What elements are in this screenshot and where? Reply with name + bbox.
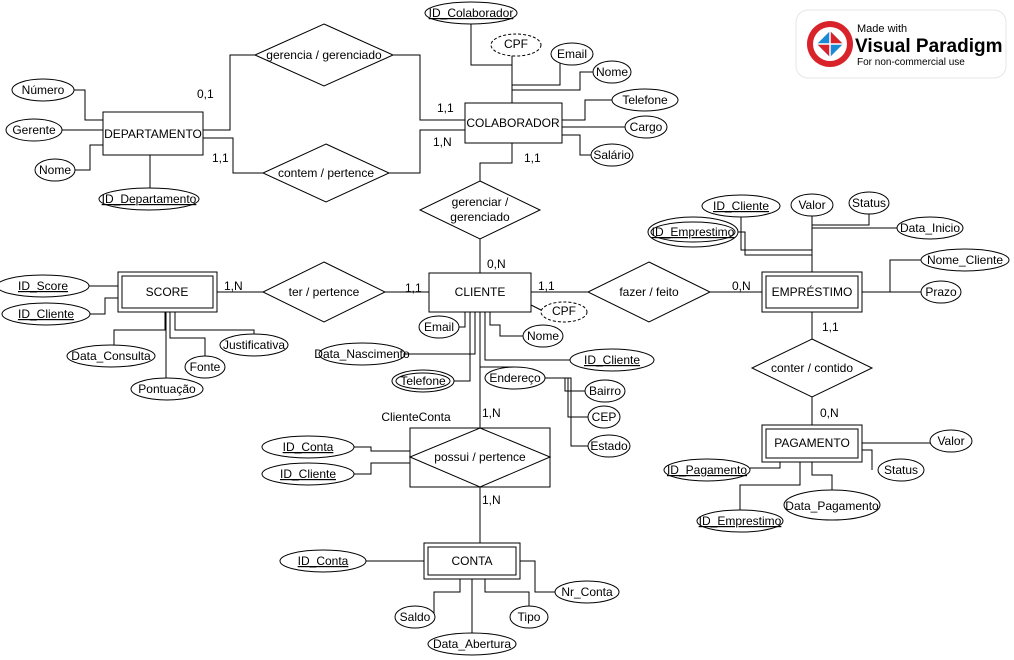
entity-score: SCORE — [117, 271, 218, 313]
entity-departamento-label: DEPARTAMENTO — [104, 127, 202, 141]
relationship-contem: contem / pertence — [261, 143, 391, 203]
attr-bairro: Bairro — [589, 384, 621, 398]
entity-colaborador-label: COLABORADOR — [466, 116, 560, 130]
associative-entity-cliente-conta: possui / pertence ClienteConta — [381, 410, 552, 488]
attr-nome-cli: Nome — [527, 329, 559, 343]
card-emp-conter: 1,1 — [822, 320, 839, 334]
watermark-note: For non-commercial use — [857, 57, 965, 68]
cliente-conta-label: ClienteConta — [381, 410, 451, 424]
attr-cpf-cli: CPF — [552, 304, 576, 318]
entity-cliente-label: CLIENTE — [455, 285, 506, 299]
attr-data-consulta: Data_Consulta — [71, 349, 151, 363]
attr-data-pagamento: Data_Pagamento — [785, 499, 879, 513]
attr-id-cliente-score: ID_Cliente — [18, 307, 74, 321]
attr-gerente: Gerente — [12, 123, 56, 137]
attr-data-nascimento: Data_Nascimento — [314, 347, 410, 361]
card-cli-gerenciar: 0,N — [487, 257, 506, 271]
entity-conta: CONTA — [423, 542, 521, 580]
attr-status-emp: Status — [852, 196, 886, 210]
entity-pagamento-label: PAGAMENTO — [774, 436, 850, 450]
attr-valor-emp: Valor — [798, 198, 825, 212]
card-col-gerenciar: 1,1 — [524, 151, 541, 165]
attr-nome-dep: Nome — [39, 163, 71, 177]
card-cli-ter: 1,1 — [405, 281, 422, 295]
attr-justificativa: Justificativa — [223, 338, 285, 352]
relationship-fazer: fazer / feito — [586, 261, 712, 323]
attr-id-conta: ID_Conta — [298, 554, 349, 568]
attr-endereco: Endereço — [489, 371, 541, 385]
attr-estado: Estado — [590, 439, 628, 453]
attr-valor-pag: Valor — [937, 434, 964, 448]
entity-cliente: CLIENTE — [428, 272, 532, 313]
attr-tipo: Tipo — [518, 610, 541, 624]
relationship-gerenciar: gerenciar / gerenciado — [418, 180, 542, 240]
attr-cpf-col: CPF — [504, 37, 528, 51]
relationship-possui-label: possui / pertence — [434, 450, 526, 464]
attr-nr-conta: Nr_Conta — [561, 585, 613, 599]
attr-cargo: Cargo — [630, 120, 663, 134]
attr-id-colaborador: ID_Colaborador — [429, 6, 514, 20]
attr-data-inicio: Data_Inicio — [900, 221, 960, 235]
entity-departamento: DEPARTAMENTO — [102, 111, 204, 156]
attr-id-conta-cc: ID_Conta — [283, 440, 334, 454]
relationship-ter-label: ter / pertence — [289, 285, 360, 299]
attr-fonte: Fonte — [190, 360, 221, 374]
attr-id-cliente-emp: ID_Cliente — [713, 199, 769, 213]
attr-salario: Salário — [593, 148, 631, 162]
attr-nome-col: Nome — [596, 65, 628, 79]
card-dep-gerencia: 0,1 — [197, 87, 214, 101]
attr-saldo: Saldo — [400, 610, 431, 624]
attr-email-col: Email — [557, 47, 587, 61]
entity-pagamento: PAGAMENTO — [761, 424, 863, 463]
attr-id-emprestimo-emp: ID_Emprestimo — [652, 225, 735, 239]
entity-conta-label: CONTA — [451, 554, 492, 568]
attr-id-departamento: ID_Departamento — [102, 192, 197, 206]
attr-email-cli: Email — [424, 320, 454, 334]
visual-paradigm-logo-icon — [807, 21, 853, 67]
attr-id-cliente-cc: ID_Cliente — [280, 467, 336, 481]
connectors — [62, 23, 930, 634]
cardinalities: 0,1 1,1 1,1 1,N 1,1 0,N 1,N 1,1 1,1 0,N … — [197, 87, 839, 507]
attr-status-pag: Status — [884, 463, 918, 477]
watermark-made-with: Made with — [857, 23, 907, 35]
card-cli-fazer: 1,1 — [538, 279, 555, 293]
entity-score-label: SCORE — [146, 285, 189, 299]
attr-id-pagamento: ID_Pagamento — [667, 463, 747, 477]
relationship-gerencia-label: gerencia / gerenciado — [266, 48, 382, 62]
relationship-gerenciar-label-1: gerenciar / — [452, 195, 509, 209]
relationship-conter: conter / contido — [750, 338, 874, 398]
card-col-gerencia: 1,1 — [437, 101, 454, 115]
card-conta-possui: 1,N — [482, 493, 501, 507]
relationship-gerenciar-label-2: gerenciado — [450, 210, 510, 224]
attr-cep: CEP — [592, 410, 617, 424]
attr-numero: Número — [22, 83, 65, 97]
card-emp-fazer: 0,N — [732, 279, 751, 293]
watermark-brand: Visual Paradigm — [855, 36, 1003, 57]
card-cli-possui: 1,N — [482, 406, 501, 420]
relationship-ter: ter / pertence — [261, 261, 387, 323]
card-dep-contem: 1,1 — [212, 151, 229, 165]
attr-nome-cliente: Nome_Cliente — [927, 253, 1003, 267]
attr-pontuacao: Pontuação — [138, 382, 196, 396]
entity-colaborador: COLABORADOR — [464, 102, 563, 144]
attr-id-emprestimo-pag: ID_Emprestimo — [699, 514, 782, 528]
attr-data-abertura: Data_Abertura — [433, 637, 511, 651]
card-col-contem: 1,N — [433, 135, 452, 149]
attr-telefone-col: Telefone — [622, 93, 668, 107]
attr-prazo: Prazo — [925, 285, 957, 299]
entity-emprestimo: EMPRÉSTIMO — [761, 271, 863, 313]
attr-id-score: ID_Score — [18, 279, 68, 293]
relationship-gerencia: gerencia / gerenciado — [253, 23, 395, 87]
relationship-conter-label: conter / contido — [771, 361, 853, 375]
visual-paradigm-watermark: Made with Visual Paradigm For non-commer… — [795, 9, 1007, 79]
card-pag-conter: 0,N — [820, 406, 839, 420]
relationship-contem-label: contem / pertence — [278, 166, 374, 180]
card-score-ter: 1,N — [224, 279, 243, 293]
attr-telefone-cli: Telefone — [400, 374, 446, 388]
attr-id-cliente-cli: ID_Cliente — [584, 353, 640, 367]
relationship-fazer-label: fazer / feito — [619, 285, 679, 299]
entity-emprestimo-label: EMPRÉSTIMO — [772, 284, 853, 299]
